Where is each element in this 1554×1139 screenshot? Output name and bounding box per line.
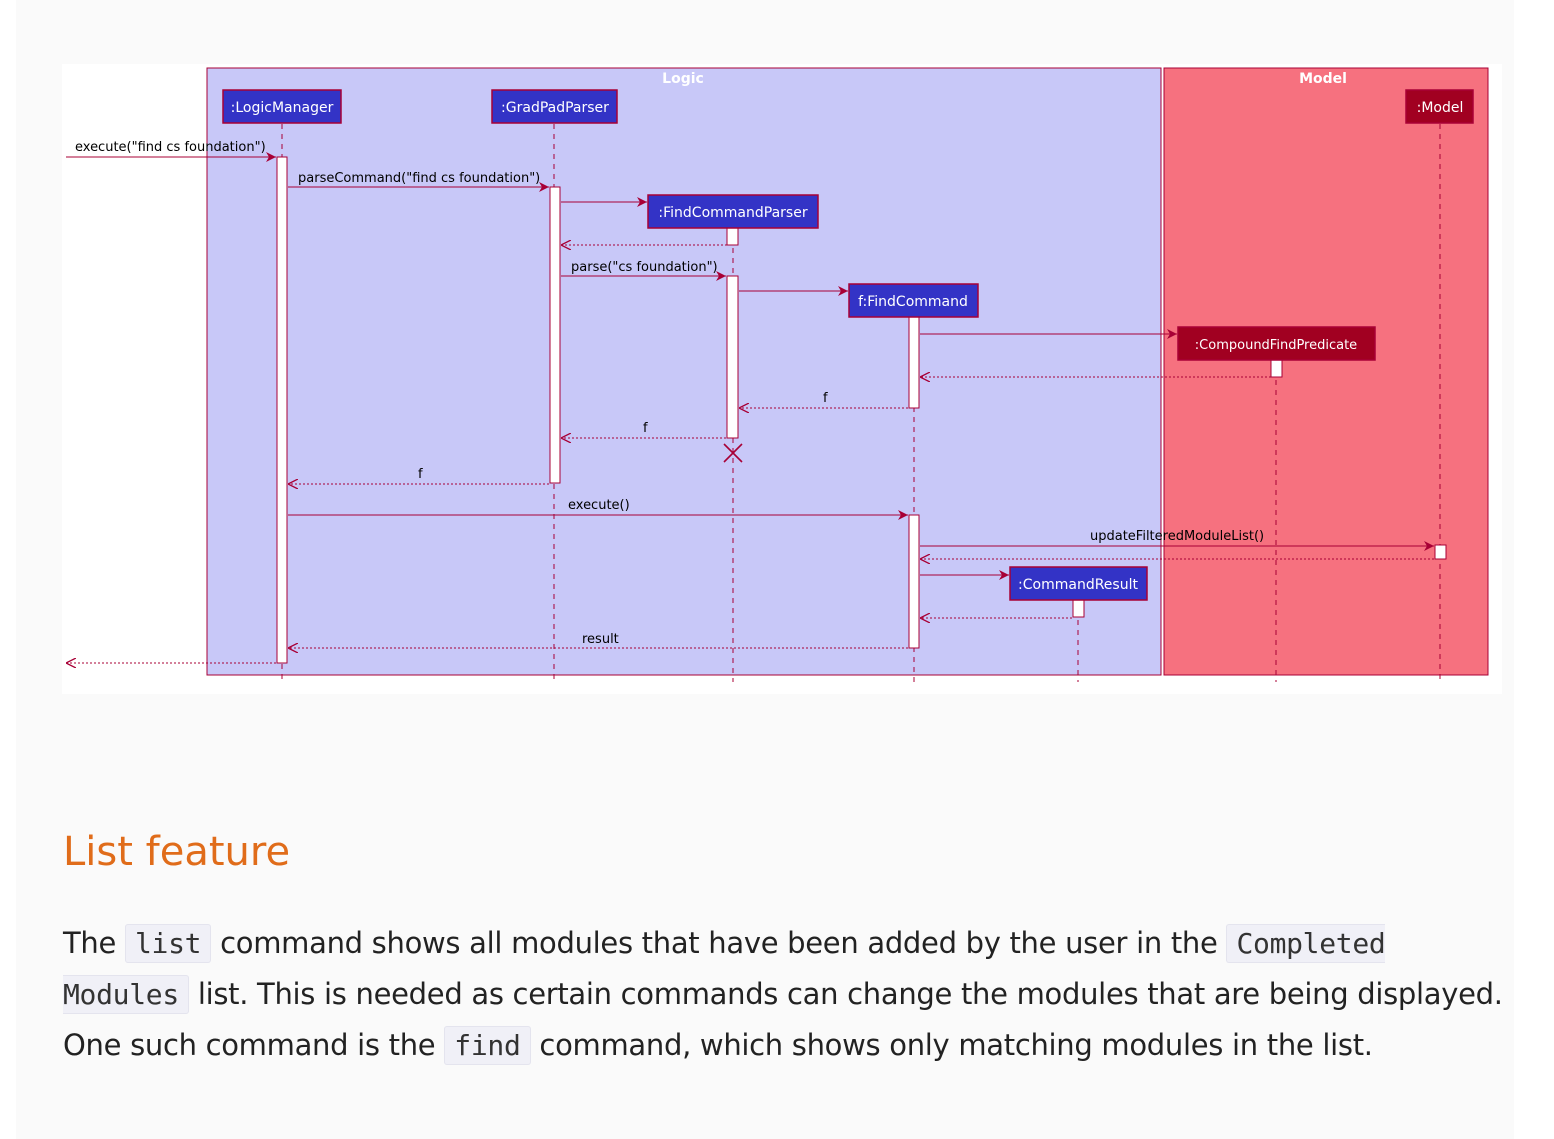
paragraph-text-3: list. This is needed as certain commands… (63, 977, 1503, 1062)
paragraph-text-1: The (63, 926, 125, 960)
participant-command-result-label: :CommandResult (1018, 577, 1138, 593)
return-messages (66, 245, 1434, 663)
activation-find-command-ctor (908, 316, 920, 409)
solid-messages (66, 152, 1434, 580)
participant-find-command: f:FindCommand (848, 283, 979, 318)
sequence-diagram: Logic Model (62, 64, 1502, 694)
participant-compound-find-predicate: :CompoundFindPredicate (1177, 326, 1376, 361)
activations (276, 156, 1447, 664)
return-f-from-parser-label: f (643, 421, 648, 436)
activation-find-command-parser (726, 275, 739, 439)
activation-model (1434, 544, 1447, 560)
logic-box-title: Logic (662, 71, 704, 87)
participant-model: :Model (1405, 89, 1474, 124)
participant-gradpad-parser-label: :GradPadParser (501, 100, 609, 116)
message-update-filtered-label: updateFilteredModuleList() (1090, 529, 1264, 544)
message-execute-find-label: execute("find cs foundation") (75, 140, 266, 155)
list-feature-paragraph: The list command shows all modules that … (63, 918, 1503, 1071)
paragraph-text-2: command shows all modules that have been… (211, 926, 1227, 960)
activation-logic-manager (276, 156, 288, 664)
message-execute-label: execute() (568, 498, 630, 513)
message-parse-label: parse("cs foundation") (571, 260, 718, 275)
return-result-label: result (582, 632, 619, 647)
code-find: find (444, 1026, 531, 1065)
participant-find-command-parser-label: :FindCommandParser (658, 205, 807, 221)
section-heading: List feature (63, 829, 291, 875)
activation-gradpad-parser (549, 186, 561, 484)
model-box-title: Model (1299, 71, 1347, 87)
participant-logic-manager: :LogicManager (222, 89, 342, 124)
activation-find-command (908, 514, 920, 649)
participant-gradpad-parser: :GradPadParser (491, 89, 618, 124)
sequence-diagram-svg: Logic Model (66, 67, 1489, 682)
participant-compound-find-predicate-label: :CompoundFindPredicate (1195, 338, 1357, 353)
participant-model-label: :Model (1417, 100, 1464, 116)
participant-logic-manager-label: :LogicManager (231, 100, 334, 116)
participant-find-command-label: f:FindCommand (858, 294, 968, 310)
page: Logic Model (16, 0, 1514, 1139)
return-f-to-manager-label: f (418, 467, 423, 482)
message-labels: execute("find cs foundation") parseComma… (75, 140, 1264, 647)
activation-compound-find-predicate (1270, 359, 1283, 378)
participant-find-command-parser: :FindCommandParser (647, 194, 819, 229)
return-f-from-command-label: f (823, 391, 828, 406)
destroy-find-command-parser-mark (723, 443, 743, 463)
activation-find-command-parser-ctor (726, 227, 739, 246)
message-parse-command-label: parseCommand("find cs foundation") (298, 171, 540, 186)
code-list: list (124, 924, 212, 963)
activation-command-result (1072, 599, 1085, 618)
participant-command-result: :CommandResult (1009, 566, 1148, 601)
paragraph-text-4: command, which shows only matching modul… (530, 1028, 1373, 1062)
model-box (1163, 67, 1489, 676)
